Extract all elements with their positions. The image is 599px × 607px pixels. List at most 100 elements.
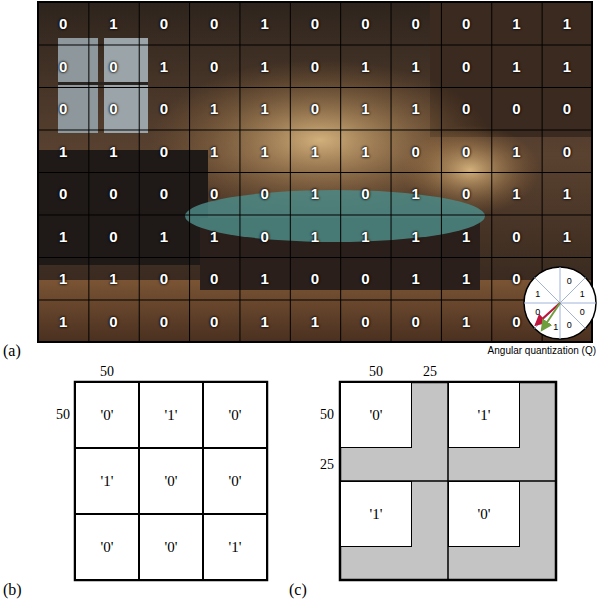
grid-bit: 1: [260, 313, 268, 328]
dimension: 50: [320, 408, 334, 422]
grid-bit: 1: [210, 101, 218, 116]
cell-value: '0': [229, 474, 242, 489]
grid-bit: 0: [462, 143, 470, 158]
grid-bit: 0: [462, 186, 470, 201]
gap-frame: [340, 382, 556, 580]
grid-bit: 0: [160, 16, 168, 31]
grid-bit: 1: [361, 143, 369, 158]
sector-bit: 1: [553, 322, 558, 331]
grid-bit: 0: [361, 186, 369, 201]
grid-bit: 1: [210, 228, 218, 243]
grid-bit: 1: [412, 101, 420, 116]
grid-bit: 1: [512, 58, 520, 73]
grid-bit: 0: [311, 58, 319, 73]
cell-value: '1': [165, 408, 178, 423]
grid-bit: 0: [59, 16, 67, 31]
grid-bit: 0: [109, 186, 117, 201]
grid-bit: 1: [462, 313, 470, 328]
cell-value: '0': [101, 540, 114, 555]
panel-label: (c): [289, 582, 307, 598]
grid-bit: 1: [59, 271, 67, 286]
grid-bit: 0: [210, 16, 218, 31]
grid-bit: 0: [412, 313, 420, 328]
cell-value: '1': [370, 507, 383, 522]
grid-cell: '1': [203, 514, 267, 580]
grid-bit: 1: [361, 101, 369, 116]
grid-cell: '1': [139, 382, 203, 448]
cell-value: '0': [229, 408, 242, 423]
sector-bit: 0: [567, 276, 572, 285]
sector-bit: 1: [580, 289, 585, 298]
grid-bit: 1: [59, 143, 67, 158]
grid-bit: 1: [160, 58, 168, 73]
grid-bit: 0: [412, 16, 420, 31]
grid-bit: 0: [210, 186, 218, 201]
quantization-dial: [524, 267, 596, 339]
dimension: 50: [100, 365, 114, 379]
grid-bit: 0: [59, 186, 67, 201]
dimension: 50: [56, 408, 70, 422]
grid-bit: 0: [160, 313, 168, 328]
grid-bit: 1: [59, 228, 67, 243]
grid-bit: 1: [260, 271, 268, 286]
grid-bit: 0: [160, 143, 168, 158]
dial-caption: Angular quantization (Q): [488, 346, 596, 356]
grid-bit: 1: [563, 58, 571, 73]
cell-value: '1': [101, 474, 114, 489]
grid-cell: '0': [340, 382, 412, 448]
grid-bit: 0: [160, 186, 168, 201]
grid-bit: 0: [512, 101, 520, 116]
grid-cell: '1': [448, 382, 520, 448]
grid-bit: 0: [109, 313, 117, 328]
grid-bit: 1: [563, 16, 571, 31]
grid-bit: 0: [512, 271, 520, 286]
grid-bit: 1: [412, 58, 420, 73]
grid-bit: 1: [462, 228, 470, 243]
cell-value: '0': [370, 408, 383, 423]
grid-bit: 0: [311, 101, 319, 116]
grid-cell: '1': [340, 481, 412, 547]
grid-bit: 0: [462, 58, 470, 73]
grid-bit: 0: [563, 143, 571, 158]
grid-bit: 1: [462, 271, 470, 286]
cell-value: '1': [478, 408, 491, 423]
grid-bit: 0: [361, 16, 369, 31]
grid-bit: 0: [512, 228, 520, 243]
kitchen-photo: [38, 2, 592, 342]
grid-bit: 0: [160, 271, 168, 286]
grid-bit: 1: [311, 143, 319, 158]
grid-bit: 0: [311, 271, 319, 286]
grid-bit: 1: [109, 143, 117, 158]
grid-cell: '0': [203, 448, 267, 514]
grid-cell: '0': [448, 481, 520, 547]
grid-border: [38, 2, 592, 342]
cell-value: '0': [101, 408, 114, 423]
dimension: 50: [369, 365, 383, 379]
grid-bit: 0: [260, 228, 268, 243]
grid-bit: 0: [462, 101, 470, 116]
grid-bit: 1: [260, 143, 268, 158]
grid-bit: 1: [412, 228, 420, 243]
grid-bit: 0: [109, 101, 117, 116]
grid-bit: 0: [563, 101, 571, 116]
grid-bit: 0: [361, 313, 369, 328]
grid-bit: 1: [311, 186, 319, 201]
grid-cell: '0': [139, 514, 203, 580]
grid-bit: 1: [260, 101, 268, 116]
dimension: 25: [423, 365, 437, 379]
grid-bit: 1: [412, 271, 420, 286]
grid-bit: 0: [462, 16, 470, 31]
grid-bit: 1: [412, 186, 420, 201]
grid-bit: 1: [311, 313, 319, 328]
grid-bit: 1: [563, 228, 571, 243]
grid-bit: 0: [210, 58, 218, 73]
grid-bit: 0: [109, 228, 117, 243]
grid-bit: 1: [311, 228, 319, 243]
grid-bit: 1: [512, 186, 520, 201]
grid-bit: 1: [59, 313, 67, 328]
grid-bit: 0: [210, 271, 218, 286]
grid-bit: 0: [160, 101, 168, 116]
dimension: 25: [320, 458, 334, 472]
